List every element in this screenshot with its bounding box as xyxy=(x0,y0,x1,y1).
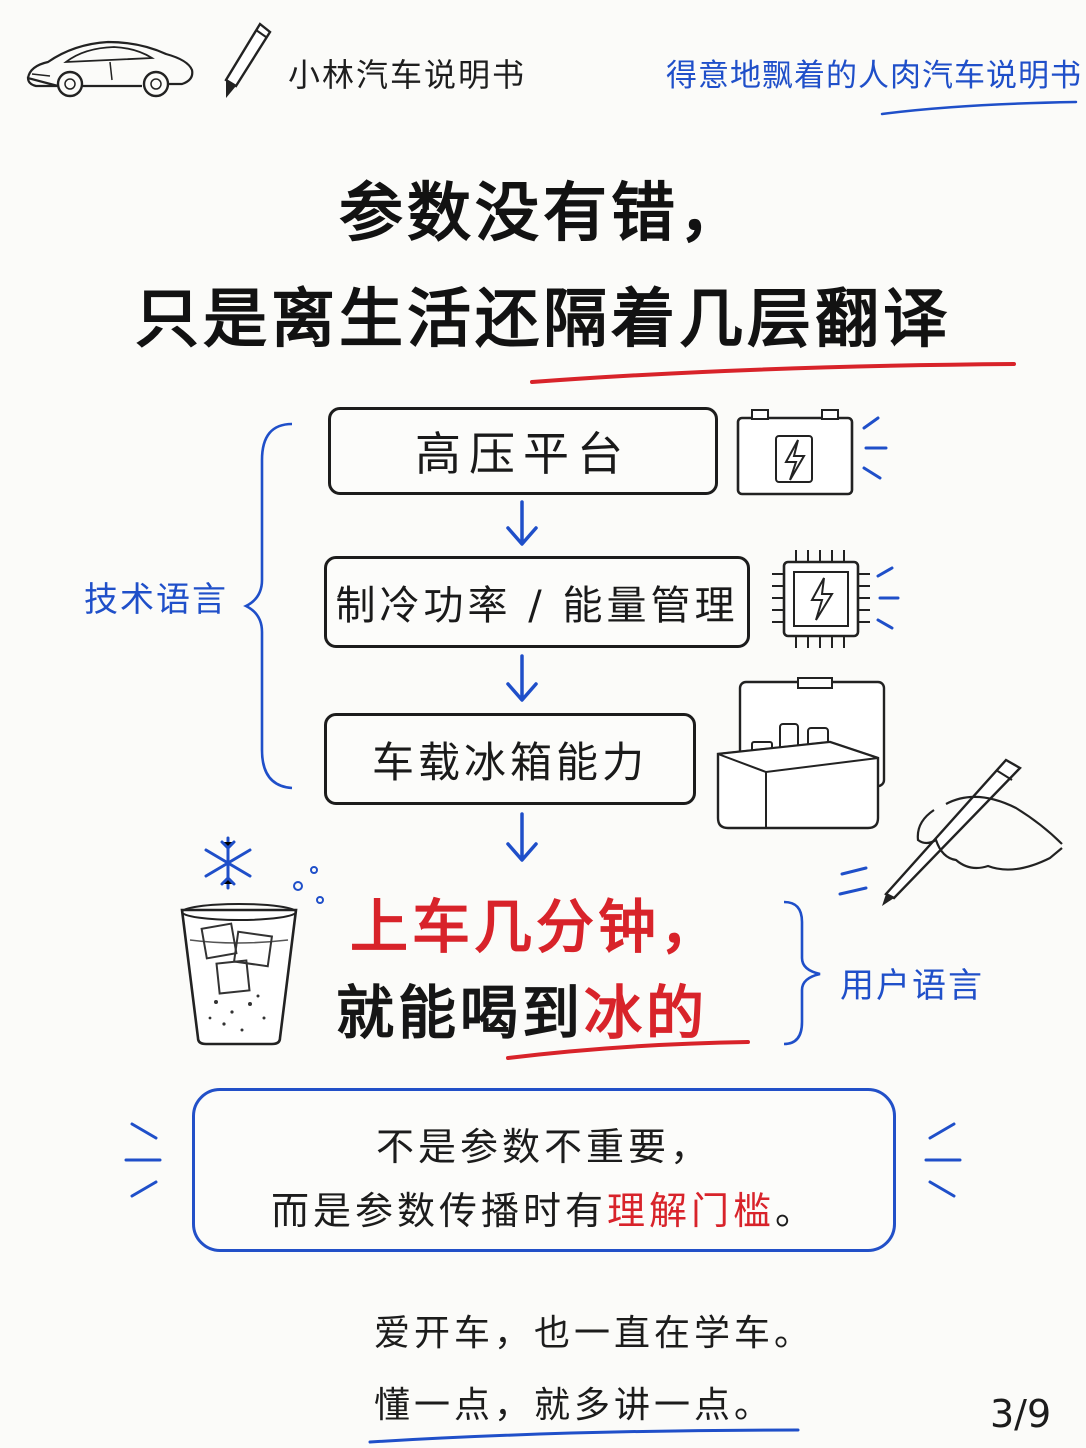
flow-step-cooling-power: 制冷功率 / 能量管理 xyxy=(324,556,750,648)
arrow-down-icon xyxy=(506,654,538,702)
snowflake-icon xyxy=(204,836,252,890)
slogan: 得意地飘着的人肉汽车说明书 xyxy=(666,58,1082,94)
page-title-line-1: 参数没有错， xyxy=(339,177,747,251)
hand-with-pen-icon xyxy=(838,758,1063,906)
result-underline xyxy=(506,1040,750,1060)
result-highlight: 冰的 xyxy=(584,979,709,1047)
page-title-line-2: 只是离生活还隔着几层翻译 xyxy=(135,283,951,357)
flow-step-high-voltage: 高压平台 xyxy=(328,407,718,495)
emphasis-lines-right-icon xyxy=(924,1122,962,1198)
note-line-2: 而是参数传播时有理解门槛。 xyxy=(192,1180,896,1235)
note-box xyxy=(192,1088,896,1252)
flow-step-label: 高压平台 xyxy=(415,427,631,481)
arrow-down-icon xyxy=(506,500,538,546)
slogan-underline xyxy=(880,100,1078,116)
flow-step-fridge: 车载冰箱能力 xyxy=(324,713,696,805)
note-highlight: 理解门槛 xyxy=(606,1189,775,1233)
car-sketch-icon xyxy=(26,40,194,98)
user-language-brace xyxy=(783,900,821,1046)
result-line-2: 就能喝到冰的 xyxy=(336,966,708,1050)
note-line-2-prefix: 而是参数传播时有 xyxy=(270,1189,607,1233)
chip-icon xyxy=(772,550,900,648)
arrow-down-icon xyxy=(506,812,538,862)
title-underline xyxy=(530,362,1016,384)
footer-line-1: 爱开车，也一直在学车。 xyxy=(374,1313,815,1354)
result-line-2-prefix: 就能喝到 xyxy=(336,979,585,1047)
page-indicator: 3/9 xyxy=(990,1392,1052,1436)
cooler-icon xyxy=(716,677,886,830)
bubble-dots-icon xyxy=(293,866,324,904)
emphasis-lines-left-icon xyxy=(124,1122,162,1198)
battery-icon xyxy=(736,409,888,496)
flow-step-label: 车载冰箱能力 xyxy=(371,737,648,787)
note-line-1: 不是参数不重要， xyxy=(375,1125,712,1169)
pen-icon xyxy=(224,22,272,98)
result-line-1: 上车几分钟， xyxy=(350,893,723,961)
flow-step-label: 制冷功率 / 能量管理 xyxy=(335,583,739,629)
tech-language-label: 技术语言 xyxy=(84,580,228,620)
footer-line-2: 懂一点，就多讲一点。 xyxy=(374,1385,775,1426)
note-line-2-suffix: 。 xyxy=(775,1189,818,1233)
brand-name: 小林汽车说明书 xyxy=(288,56,527,94)
ice-water-glass-icon xyxy=(180,903,298,1046)
footer-underline xyxy=(368,1428,800,1444)
user-language-label: 用户语言 xyxy=(840,966,984,1006)
tech-language-brace xyxy=(243,422,293,790)
